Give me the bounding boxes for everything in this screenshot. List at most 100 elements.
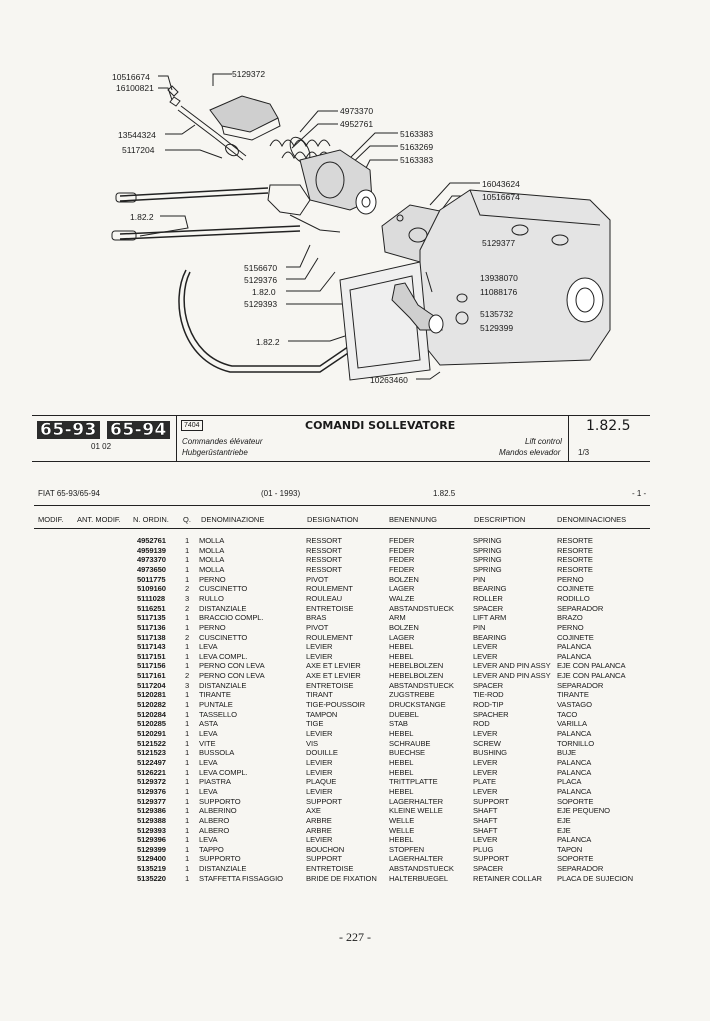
part-name-fr: AXE ET LEVIER	[306, 671, 361, 681]
part-name-fr: AXE ET LEVIER	[306, 661, 361, 671]
part-name-it: LEVA	[199, 642, 218, 652]
part-qty: 1	[185, 777, 190, 787]
part-name-it: TASSELLO	[199, 709, 237, 719]
part-name-es: RESORTE	[557, 555, 593, 565]
col-modif: MODIF.	[38, 515, 64, 524]
part-code: 5126221	[137, 767, 166, 777]
part-name-de: LAGERHALTER	[389, 854, 444, 864]
section-title-de: Hubgerüstantriebe	[182, 448, 248, 457]
part-name-en: LEVER	[473, 729, 498, 738]
part-name-de: WALZE	[389, 593, 415, 603]
part-qty: 1	[185, 738, 190, 748]
part-qty: 1	[185, 806, 190, 816]
callout-label: 13938070	[480, 273, 518, 283]
part-name-it: MOLLA	[199, 555, 225, 565]
part-name-de: FEDER	[389, 545, 415, 555]
section-number: 1.82.5	[586, 418, 631, 434]
part-name-it: DISTANZIALE	[199, 680, 247, 690]
part-name-fr: ENTRETOISE	[306, 864, 354, 874]
part-name-en: PIN	[473, 622, 486, 632]
part-name-en: SPRING	[473, 545, 502, 555]
part-name-it: DISTANZIALE	[199, 603, 247, 613]
part-qty: 1	[185, 748, 190, 758]
callout-label: 5156670	[244, 263, 278, 273]
part-name-es: SOPORTE	[557, 854, 594, 864]
part-name-de: HALTERBUEGEL	[389, 873, 449, 883]
part-name-fr: SUPPORT	[306, 854, 342, 864]
part-name-it: BUSSOLA	[199, 748, 235, 758]
part-qty: 1	[185, 642, 190, 652]
part-name-en: SUPPORT	[473, 854, 509, 864]
list-date: (01 - 1993)	[261, 489, 301, 498]
part-name-it: LEVA	[199, 757, 218, 767]
part-name-fr: VIS	[306, 738, 318, 748]
callout-label: 10263460	[370, 375, 408, 385]
part-code: 5117136	[137, 622, 166, 632]
model-badge-b: 65-94	[107, 421, 170, 439]
part-code: 5135219	[137, 864, 166, 874]
part-qty: 1	[185, 767, 190, 777]
part-code: 5129376	[137, 786, 166, 796]
callout-label: 16043624	[482, 179, 520, 189]
part-name-es: RESORTE	[557, 536, 593, 545]
sheet-number: 1/3	[578, 448, 590, 457]
part-name-it: PERNO	[199, 574, 226, 584]
part-name-en: BUSHING	[473, 748, 507, 758]
part-name-it: VITE	[199, 738, 216, 748]
date-code: 01 02	[91, 442, 112, 451]
exploded-parts-diagram	[111, 73, 611, 381]
callout-label: 5129399	[480, 323, 514, 333]
part-code: 4973650	[137, 564, 166, 574]
part-qty: 1	[185, 651, 190, 661]
part-name-en: SHAFT	[473, 825, 498, 835]
part-name-en: LEVER	[473, 767, 498, 777]
part-name-it: LEVA COMPL.	[199, 651, 248, 661]
part-name-en: LEVER	[473, 642, 498, 652]
part-name-es: PALANCA	[557, 757, 592, 767]
part-name-de: HEBELBOLZEN	[389, 661, 444, 671]
part-name-de: DRUCKSTANGE	[389, 700, 446, 710]
part-name-de: HEBELBOLZEN	[389, 671, 444, 681]
col-q: Q.	[183, 515, 191, 524]
part-name-es: PERNO	[557, 622, 584, 632]
callout-label: 1.82.0	[252, 287, 276, 297]
part-qty: 1	[185, 574, 190, 584]
col-designation: DESIGNATION	[307, 515, 359, 524]
part-code: 5129372	[137, 777, 166, 787]
part-name-es: COJINETE	[557, 584, 594, 594]
part-name-fr: RESSORT	[306, 564, 342, 574]
part-name-en: ROLLER	[473, 593, 503, 603]
part-name-fr: LEVIER	[306, 835, 333, 845]
callout-label: 11088176	[480, 287, 518, 297]
part-name-it: RULLO	[199, 593, 224, 603]
callout-label: 4973370	[340, 106, 374, 116]
part-name-es: COJINETE	[557, 632, 594, 642]
part-name-de: TRITTPLATTE	[389, 777, 438, 787]
part-qty: 1	[185, 786, 190, 796]
part-name-de: LAGER	[389, 584, 415, 594]
part-name-it: PUNTALE	[199, 700, 233, 710]
part-name-fr: RESSORT	[306, 545, 342, 555]
section-title: COMANDI SOLLEVATORE	[305, 419, 456, 432]
part-name-es: PALANCA	[557, 651, 592, 661]
part-name-fr: ENTRETOISE	[306, 680, 354, 690]
callout-label: 5129376	[244, 275, 278, 285]
part-name-fr: BRIDE DE FIXATION	[306, 873, 377, 883]
part-qty: 1	[185, 825, 190, 835]
part-name-fr: LEVIER	[306, 729, 333, 738]
part-qty: 1	[185, 815, 190, 825]
part-name-it: CUSCINETTO	[199, 632, 248, 642]
part-qty: 1	[185, 854, 190, 864]
part-code: 5129400	[137, 854, 166, 864]
part-qty: 2	[185, 671, 190, 681]
part-qty: 1	[185, 864, 190, 874]
